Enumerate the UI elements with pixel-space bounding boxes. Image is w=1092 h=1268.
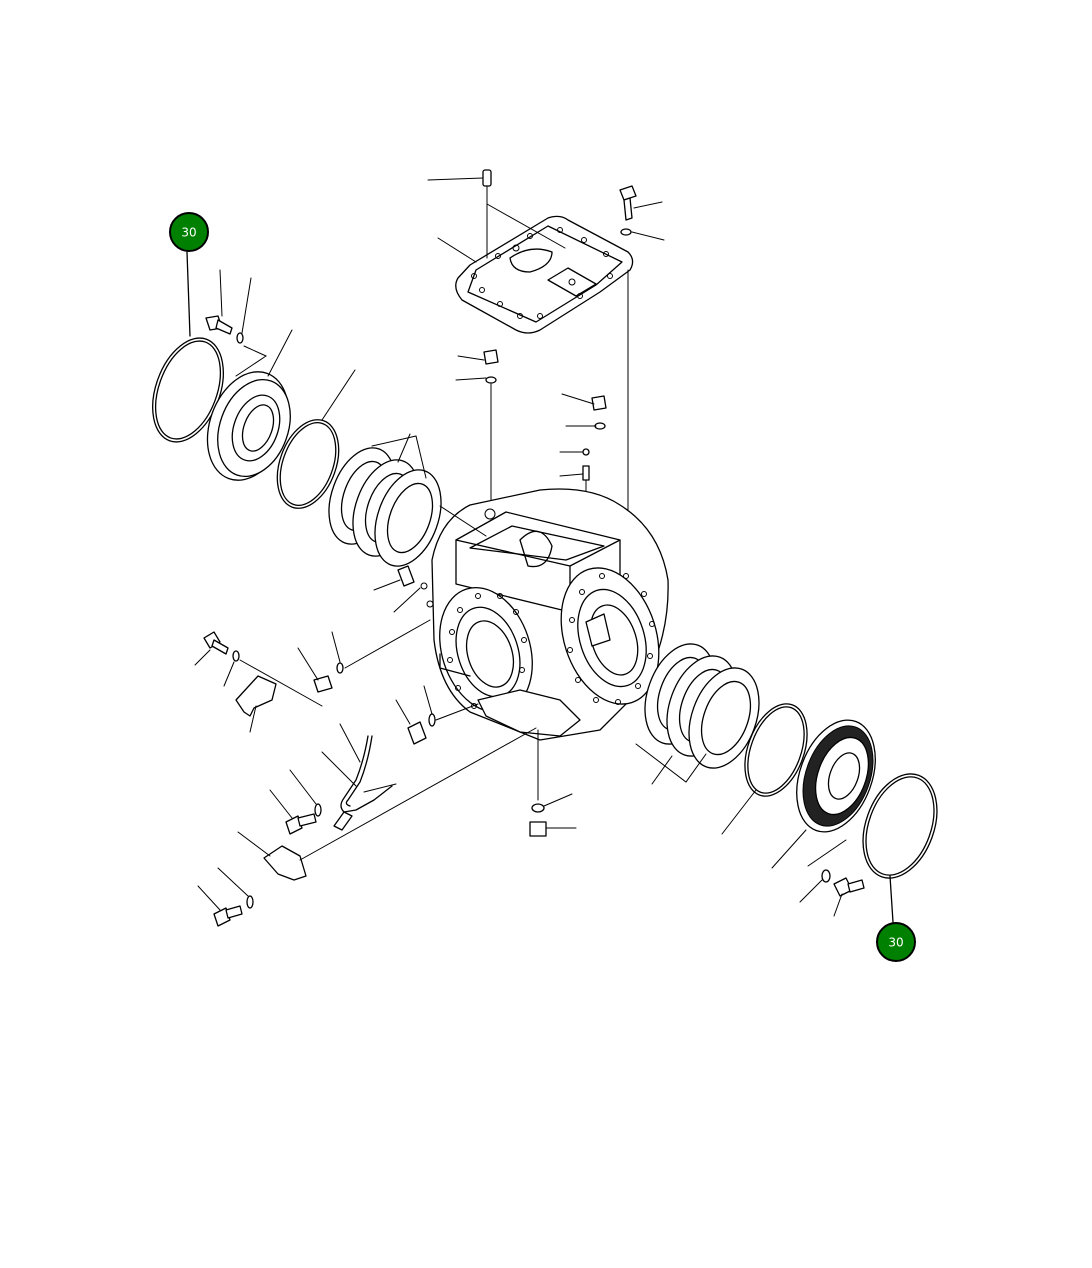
bracket-bolt	[194, 631, 323, 733]
tube-fitting	[321, 723, 397, 831]
left-seal-ring	[276, 369, 356, 509]
drain-plug-top	[455, 349, 499, 509]
right-o-ring	[862, 773, 938, 879]
callout-top-left[interactable]: 30	[169, 212, 209, 252]
callout-bottom-right[interactable]: 30	[876, 922, 916, 962]
left-bolt	[205, 269, 268, 377]
drain-plug-bottom	[529, 729, 577, 837]
callout-top-left-leader	[186, 251, 191, 337]
tube-bolt	[269, 769, 322, 835]
lower-bracket	[237, 727, 537, 881]
right-bolt	[799, 839, 865, 917]
right-brake-discs	[635, 643, 760, 785]
sensor-plug	[395, 685, 479, 745]
callout-top-left-label: 30	[181, 226, 196, 240]
callout-bottom-right-leader	[889, 875, 894, 923]
mid-bolt	[297, 619, 431, 693]
left-hub-cover	[206, 329, 293, 481]
right-hub-cover	[771, 719, 876, 869]
callout-bottom-right-badge	[876, 922, 916, 962]
top-cover-plate	[455, 215, 634, 334]
left-breather	[373, 565, 421, 613]
callout-top-left-badge	[169, 212, 209, 252]
top-pin	[427, 169, 566, 259]
top-right-bolt	[619, 185, 665, 541]
callout-bottom-right-label: 30	[888, 936, 903, 950]
axle-housing	[420, 488, 669, 741]
lower-bolt	[197, 867, 254, 927]
right-seal-ring	[721, 703, 808, 835]
left-brake-discs	[328, 433, 487, 567]
